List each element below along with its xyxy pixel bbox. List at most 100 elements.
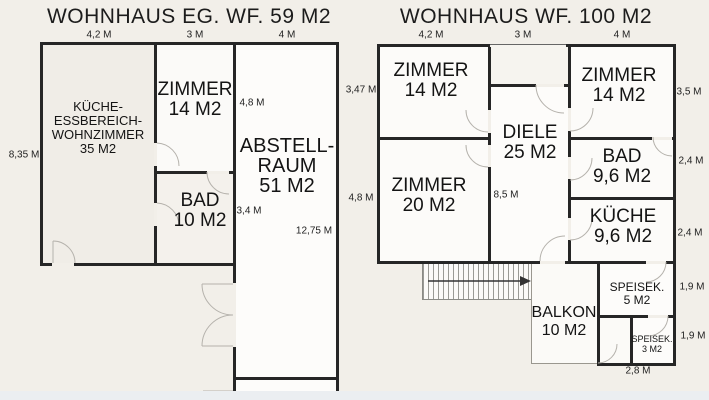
room-label-line: 14 M2 xyxy=(168,99,222,120)
door-arc xyxy=(569,157,593,181)
right-plan-title: WOHNHAUS WF. 100 M2 xyxy=(399,5,653,28)
room-label-line: 14 M2 xyxy=(404,80,458,101)
wall xyxy=(377,44,490,47)
room-label-line: BALKON xyxy=(531,304,597,321)
wall xyxy=(377,44,380,264)
wall xyxy=(571,197,673,200)
room-label-zimmer14-right: ZIMMER 14 M2 xyxy=(582,66,657,106)
wall xyxy=(74,263,236,266)
wall xyxy=(491,84,536,87)
dim-label: 2,4 M xyxy=(677,227,703,239)
wall xyxy=(597,363,676,366)
dim-label: 1,9 M xyxy=(679,281,705,293)
room-label-line: ABSTELL- xyxy=(239,135,335,157)
room-label-line: 35 M2 xyxy=(79,141,117,156)
room-right-bad xyxy=(571,140,673,197)
dim-label: 3 M xyxy=(186,29,204,41)
room-label-line: ZIMMER xyxy=(157,79,233,100)
room-label-kueche96: KÜCHE 9,6 M2 xyxy=(590,207,657,247)
dim-label: 4 M xyxy=(613,29,631,41)
door-arc xyxy=(539,235,566,262)
room-label-line: BAD xyxy=(180,190,220,211)
room-right-speisek5 xyxy=(600,264,673,315)
wall xyxy=(233,45,236,283)
dim-label: 4,2 M xyxy=(86,29,112,41)
wall xyxy=(40,263,52,266)
door-arc xyxy=(206,171,230,195)
room-right-diele xyxy=(491,87,568,261)
dim-label: 4,8 M xyxy=(348,192,374,204)
wall xyxy=(40,42,43,266)
wall xyxy=(673,264,676,366)
room-label-line: WOHNZIMMER xyxy=(51,127,145,142)
room-label-line: KÜCHE- xyxy=(73,99,123,114)
room-left-abstellraum xyxy=(236,45,336,400)
room-label-line: BAD xyxy=(602,146,642,167)
wall xyxy=(154,226,157,263)
bottom-edge-strip xyxy=(0,391,709,400)
wall xyxy=(377,261,540,264)
room-label-zimmer14: ZIMMER 14 M2 xyxy=(158,80,233,120)
room-label-line: 5 M2 xyxy=(623,293,651,307)
room-label-line: RAUM xyxy=(257,155,317,177)
wall xyxy=(568,47,571,108)
room-label-speisek3: SPEISEK. 3 M2 xyxy=(631,334,672,354)
door-arc xyxy=(465,144,489,168)
door-arc xyxy=(645,261,667,283)
door-arc xyxy=(156,202,180,227)
wall xyxy=(568,131,571,157)
wall xyxy=(672,137,676,140)
door-arc xyxy=(201,283,234,316)
room-label-line: 14 M2 xyxy=(592,85,646,106)
dim-label: 3,5 M xyxy=(676,86,702,98)
wall xyxy=(154,166,157,203)
wall xyxy=(229,171,236,174)
room-label-line: 20 M2 xyxy=(402,195,456,216)
room-label-zimmer14-left: ZIMMER 14 M2 xyxy=(394,61,469,101)
dim-label: 8,5 M xyxy=(493,189,519,201)
room-right-balkon-niche xyxy=(600,318,630,363)
wall xyxy=(666,261,676,264)
wall xyxy=(157,171,207,174)
wall xyxy=(488,133,491,145)
wall xyxy=(673,44,676,264)
wall xyxy=(488,47,491,110)
door-arc xyxy=(569,107,594,132)
room-label-zimmer20: ZIMMER 20 M2 xyxy=(392,176,467,216)
dim-label: 4,2 M xyxy=(418,29,444,41)
wall xyxy=(531,264,532,364)
room-label-kueche-essbereich: KÜCHE- ESSBEREICH- WOHNZIMMER 35 M2 xyxy=(52,100,144,156)
wall xyxy=(566,44,676,47)
room-label-line: ZIMMER xyxy=(391,175,467,196)
door-arc xyxy=(201,314,234,347)
room-label-line: KÜCHE xyxy=(589,206,657,227)
door-arc xyxy=(652,136,673,157)
room-label-line: ZIMMER xyxy=(393,60,469,81)
room-label-bad10: BAD 10 M2 xyxy=(174,191,227,231)
wall xyxy=(490,44,566,45)
room-label-line: ESSBEREICH- xyxy=(53,113,143,128)
wall xyxy=(488,167,491,261)
stairs-direction-arrow-icon xyxy=(428,276,531,286)
wall xyxy=(40,42,339,45)
wall xyxy=(597,315,648,318)
wall xyxy=(236,377,336,380)
room-label-line: 9,6 M2 xyxy=(592,166,652,187)
door-arc xyxy=(465,109,489,133)
door-arc xyxy=(156,142,180,167)
wall xyxy=(568,179,571,218)
room-right-zimmer20 xyxy=(380,140,488,261)
room-right-speisek3 xyxy=(633,318,673,363)
room-label-line: DIELE xyxy=(502,122,558,143)
door-arc xyxy=(569,217,593,241)
wall xyxy=(531,363,597,364)
door-arc xyxy=(597,343,618,364)
room-left-zimmer xyxy=(157,45,233,171)
dim-label: 3,4 M xyxy=(236,205,262,217)
room-label-line: SPEISEK. xyxy=(631,334,673,344)
room-label-line: 25 M2 xyxy=(503,142,557,163)
dim-label: 8,35 M xyxy=(8,149,40,161)
room-label-line: ZIMMER xyxy=(581,65,657,86)
